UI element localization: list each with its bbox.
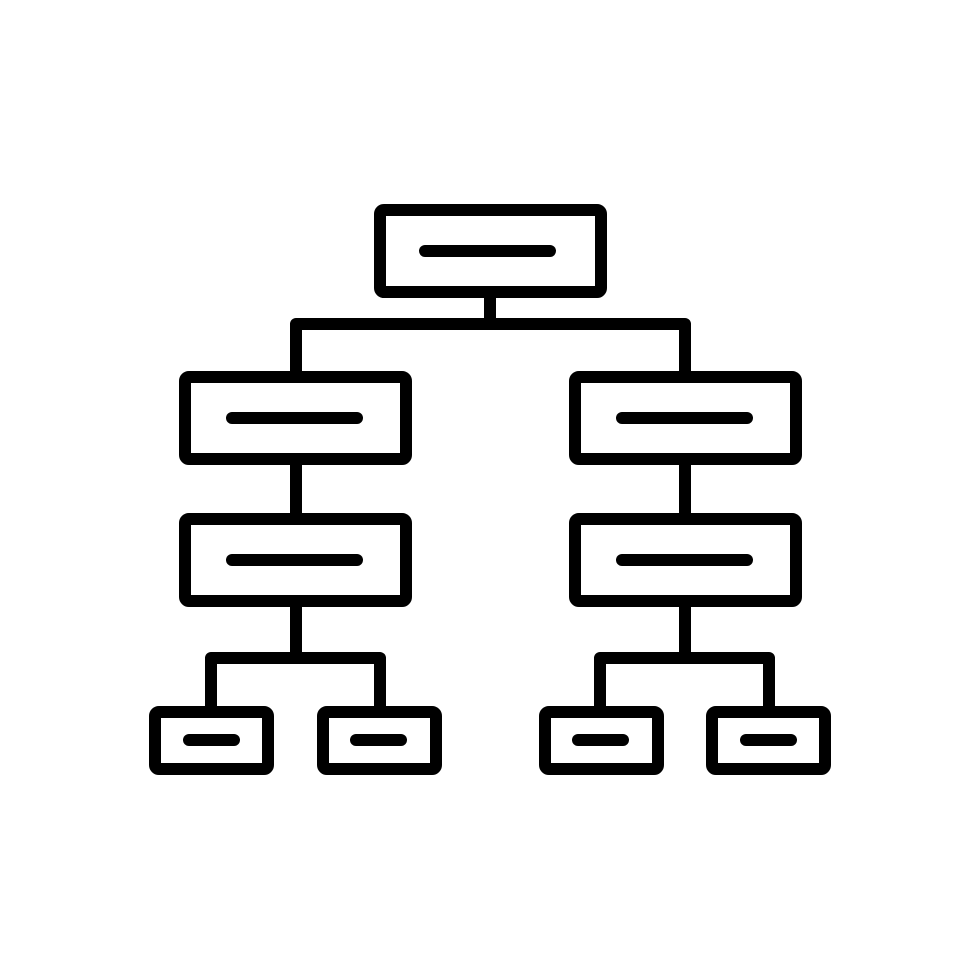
left-leaf-node-1 [149, 706, 274, 775]
connector-root [290, 286, 691, 380]
left-level1-node [179, 371, 412, 465]
right-branch [539, 371, 831, 775]
left-leaf-node-2 [317, 706, 442, 775]
right-leaf-node-1 [539, 706, 664, 775]
right-level1-node [569, 371, 802, 465]
right-leaf-node-2 [706, 706, 831, 775]
right-level2-node [569, 513, 802, 607]
right-leaf-connector [594, 652, 775, 716]
left-leaf-connector [205, 652, 386, 716]
left-branch [149, 371, 442, 775]
left-level2-node [179, 513, 412, 607]
root-node [374, 204, 607, 298]
